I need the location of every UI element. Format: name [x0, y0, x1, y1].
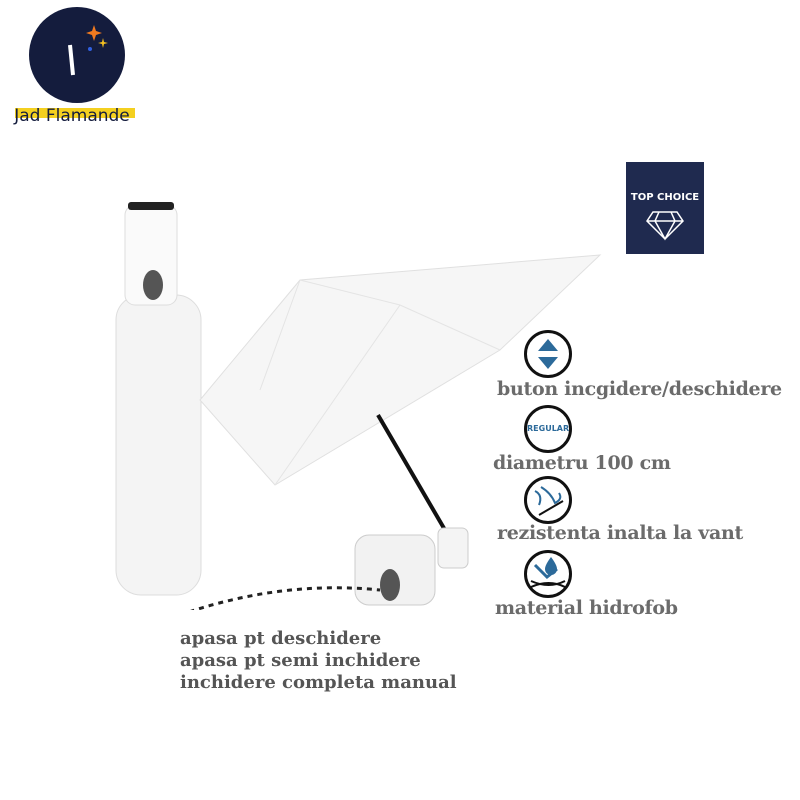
instruction-line: apasa pt semi inchidere	[180, 650, 421, 671]
instruction-line: inchidere completa manual	[180, 672, 457, 693]
feature-label: material hidrofob	[495, 597, 678, 619]
feature-label: buton incgidere/deschidere	[497, 378, 782, 400]
open-close-arrows-icon	[524, 330, 572, 378]
regular-size-icon: REGULAR	[524, 405, 572, 453]
diamond-icon	[646, 211, 684, 241]
top-choice-badge: TOP CHOICE	[626, 162, 704, 254]
umbrella-product-image	[115, 202, 602, 610]
instruction-line: apasa pt deschidere	[180, 628, 382, 649]
moon-logo-icon: Jad Flamande	[13, 7, 135, 126]
water-repellent-icon	[524, 550, 572, 598]
brand-logo: Jad Flamande	[10, 5, 135, 130]
svg-text:Jad Flamande: Jad Flamande	[13, 106, 130, 126]
wind-resistance-icon	[524, 476, 572, 524]
feature-label: rezistenta inalta la vant	[497, 522, 744, 544]
regular-icon-text: REGULAR	[527, 424, 570, 433]
badge-label: TOP CHOICE	[630, 192, 700, 203]
feature-label: diametru 100 cm	[493, 452, 671, 474]
